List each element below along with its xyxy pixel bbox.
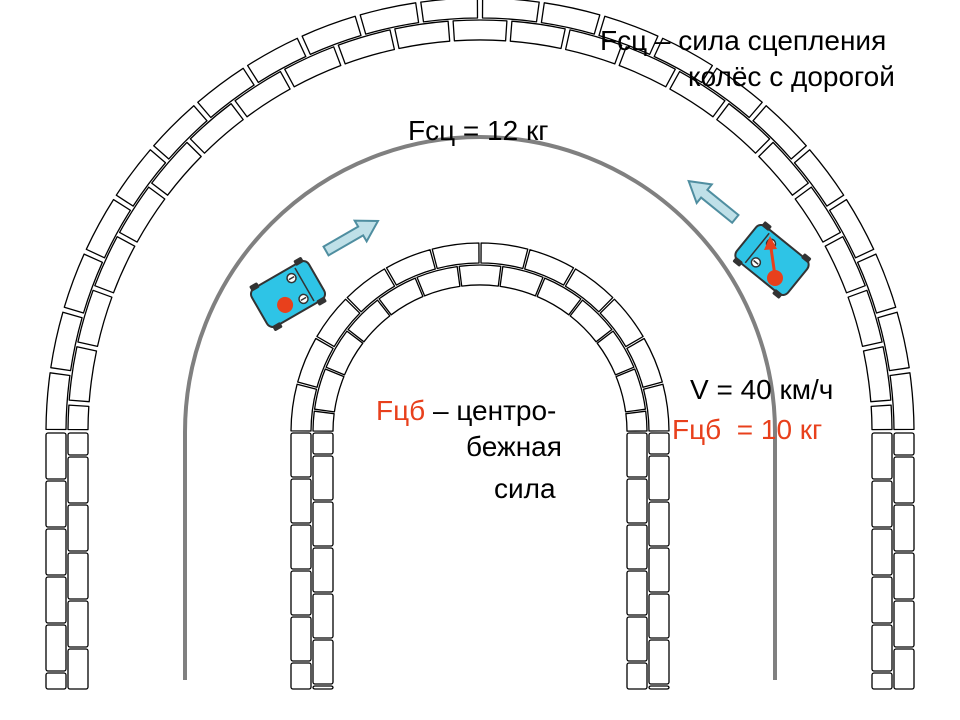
right-car-motion-arrow — [687, 179, 740, 225]
inner-road-wall — [290, 242, 670, 690]
centrifugal-force-definition: Fцб – центро- — [376, 394, 556, 428]
adhesion-force-value: Fсц = 12 кг — [408, 115, 549, 146]
centrifugal-force-value-rest: = 10 кг — [721, 414, 823, 445]
centrifugal-force-value: Fцб = 10 кг — [672, 413, 822, 447]
centrifugal-force-definition-line2: бежная — [466, 431, 562, 462]
adhesion-force-definition-line2: колёс с дорогой — [688, 61, 895, 92]
speed-value: V = 40 км/ч — [690, 374, 834, 405]
outer-road-wall — [45, 0, 915, 690]
force-vector-arrowhead — [764, 236, 777, 250]
adhesion-force-definition-line1: Fсц – сила сцепления — [600, 25, 887, 56]
centrifugal-force-term: Fцб — [376, 395, 426, 426]
lane-center-line — [183, 135, 777, 680]
left-car-motion-arrow — [322, 219, 380, 257]
left-car-force-dot — [277, 296, 294, 313]
centrifugal-force-definition-line3: сила — [494, 473, 556, 504]
right-car-force-dot — [767, 270, 783, 286]
left-car — [249, 257, 327, 331]
centrifugal-force-value-term: Fцб — [672, 414, 722, 445]
centrifugal-force-definition-rest: – центро- — [425, 395, 557, 426]
